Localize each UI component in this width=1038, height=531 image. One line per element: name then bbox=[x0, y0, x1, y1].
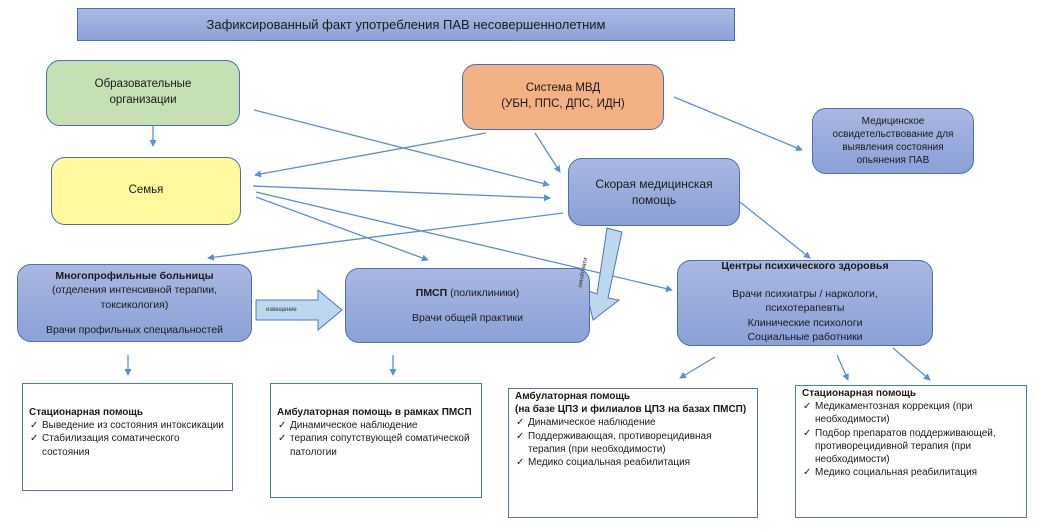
hospitals-title: Многопрофильные больницы bbox=[55, 270, 214, 283]
list-item: ✓Подбор препаратов поддерживающей, проти… bbox=[802, 427, 1020, 467]
hospitals-line3: токсикология) bbox=[100, 298, 169, 311]
check-icon: ✓ bbox=[278, 420, 287, 432]
list-pmsp-care: Амбулаторная помощь в рамках ПМСП ✓Динам… bbox=[270, 383, 482, 498]
check-icon: ✓ bbox=[803, 427, 812, 439]
cpz-line5: Социальные работники bbox=[747, 330, 863, 343]
edge-ambulance-hospitals bbox=[207, 212, 564, 261]
list-item-text: Выведение из состояния интоксикации bbox=[42, 420, 224, 432]
list-item: ✓Динамическое наблюдение bbox=[515, 416, 751, 429]
node-education: Образовательные организации bbox=[46, 60, 240, 126]
list-item-text: Медико социальная реабилитация bbox=[528, 456, 691, 468]
education-line2: организации bbox=[109, 94, 177, 106]
list-item-text: Медикаментозная коррекция (при необходим… bbox=[815, 401, 973, 426]
list-hospital-care: Стационарная помощь ✓Выведение из состоя… bbox=[22, 383, 233, 491]
list-item-text: Медико социальная реабилитация bbox=[815, 467, 978, 479]
medexam-line3: выявления состояния bbox=[842, 142, 944, 153]
pmsp-title-rest: (поликлиники) bbox=[447, 286, 520, 299]
medexam-line1: Медицинское bbox=[861, 116, 925, 127]
list-item: ✓Поддерживающая, противорецидивная терап… bbox=[515, 430, 751, 456]
check-icon: ✓ bbox=[516, 430, 525, 442]
education-line1: Образовательные bbox=[94, 78, 192, 91]
list-heading: Стационарная помощь bbox=[29, 407, 143, 418]
list-item: ✓Медико социальная реабилитация bbox=[515, 456, 751, 469]
list-item: ✓Стабилизация соматического состояния bbox=[29, 432, 226, 458]
check-icon: ✓ bbox=[30, 433, 39, 445]
list-cpz-inpatient: Стационарная помощь ✓Медикаментозная кор… bbox=[795, 385, 1027, 518]
list-heading: Стационарная помощь bbox=[802, 388, 916, 399]
check-icon: ✓ bbox=[278, 433, 287, 445]
fat-arrow-amb-pmsp bbox=[585, 227, 623, 321]
list-item-text: Подбор препаратов поддерживающей, против… bbox=[815, 427, 996, 465]
node-mvd: Система МВД (УБН, ППС, ДПС, ИДН) bbox=[462, 64, 664, 130]
list-item-text: терапия сопутствующей соматической патол… bbox=[290, 433, 470, 458]
ambulance-line1: Скорая медицинская bbox=[595, 176, 713, 191]
hospitals-line2: (отделения интенсивной терапии, bbox=[51, 284, 218, 297]
node-medical-exam: Медицинское освидетельствование для выяв… bbox=[812, 108, 974, 174]
edge-mvd-medexam bbox=[673, 96, 803, 151]
ambulance-line2: помощь bbox=[631, 193, 677, 207]
edge-cpz-inpatient-b bbox=[892, 347, 931, 381]
family-label: Семья bbox=[128, 184, 164, 197]
node-cpz: Центры психического здоровья Врачи психи… bbox=[677, 260, 933, 346]
node-hospitals: Многопрофильные больницы (отделения инте… bbox=[17, 264, 252, 342]
medexam-line4: опьянения ПАВ bbox=[856, 155, 930, 166]
list-item-text: Поддерживающая, противорецидивная терапи… bbox=[528, 430, 712, 455]
medexam-line2: освидетельствование для bbox=[832, 129, 954, 140]
node-family: Семья bbox=[51, 157, 241, 225]
list-item: ✓Медико социальная реабилитация bbox=[802, 466, 1020, 479]
list-cpz-outpatient: Амбулаторная помощь (на базе ЦПЗ и филиа… bbox=[508, 388, 758, 518]
list-heading: Амбулаторная помощь в рамках ПМСП bbox=[277, 407, 472, 418]
mvd-line1: Система МВД bbox=[525, 82, 601, 95]
check-icon: ✓ bbox=[803, 401, 812, 413]
check-icon: ✓ bbox=[516, 417, 525, 429]
list-item: ✓Медикаментозная коррекция (при необходи… bbox=[802, 400, 1020, 426]
edge-ambulance-cpz bbox=[739, 201, 811, 259]
edge-family-pmsp bbox=[255, 196, 429, 262]
title-banner: Зафиксированный факт употребления ПАВ не… bbox=[77, 8, 735, 41]
list-item-text: Динамическое наблюдение bbox=[528, 417, 656, 429]
pmsp-title: ПМСП (поликлиники) bbox=[416, 286, 519, 300]
list-item: ✓Выведение из состояния интоксикации bbox=[29, 419, 226, 432]
edge-mvd-family bbox=[254, 132, 487, 178]
check-icon: ✓ bbox=[516, 456, 525, 468]
cpz-line2: Врачи психиатры / наркологи, bbox=[732, 288, 878, 301]
list-item-text: Стабилизация соматического состояния bbox=[42, 433, 180, 458]
list-item-text: Динамическое наблюдение bbox=[290, 420, 418, 432]
pmsp-line2: Врачи общей практики bbox=[412, 312, 523, 324]
node-ambulance: Скорая медицинская помощь bbox=[568, 158, 740, 226]
check-icon: ✓ bbox=[30, 420, 39, 432]
title-text: Зафиксированный факт употребления ПАВ не… bbox=[206, 16, 606, 32]
check-icon: ✓ bbox=[803, 467, 812, 479]
edge-family-ambulance bbox=[252, 185, 551, 202]
cpz-title: Центры психического здоровья bbox=[721, 260, 889, 272]
mvd-line2: (УБН, ППС, ДПС, ИДН) bbox=[501, 98, 625, 110]
list-item: ✓Динамическое наблюдение bbox=[277, 419, 475, 432]
pmsp-title-bold: ПМСП bbox=[415, 286, 448, 299]
edge-cpz-inpatient-a bbox=[836, 354, 849, 381]
list-item: ✓терапия сопутствующей соматической пато… bbox=[277, 432, 475, 458]
hospitals-line4: Врачи профильных специальностей bbox=[45, 323, 224, 336]
cpz-line4: Клинические психологи bbox=[747, 316, 863, 329]
list-subheading: (на базе ЦПЗ и филиалов ЦПЗ на базах ПМС… bbox=[515, 404, 747, 416]
list-heading: Амбулаторная помощь bbox=[515, 391, 631, 402]
edge-cpz-outpatient bbox=[679, 356, 716, 379]
cpz-line3: психотерапевты bbox=[765, 302, 845, 315]
fat-arrow-label-hosp-pmsp: извещение bbox=[266, 307, 297, 313]
node-pmsp: ПМСП (поликлиники) Врачи общей практики bbox=[345, 268, 590, 343]
edge-mvd-ambulance bbox=[534, 132, 561, 173]
